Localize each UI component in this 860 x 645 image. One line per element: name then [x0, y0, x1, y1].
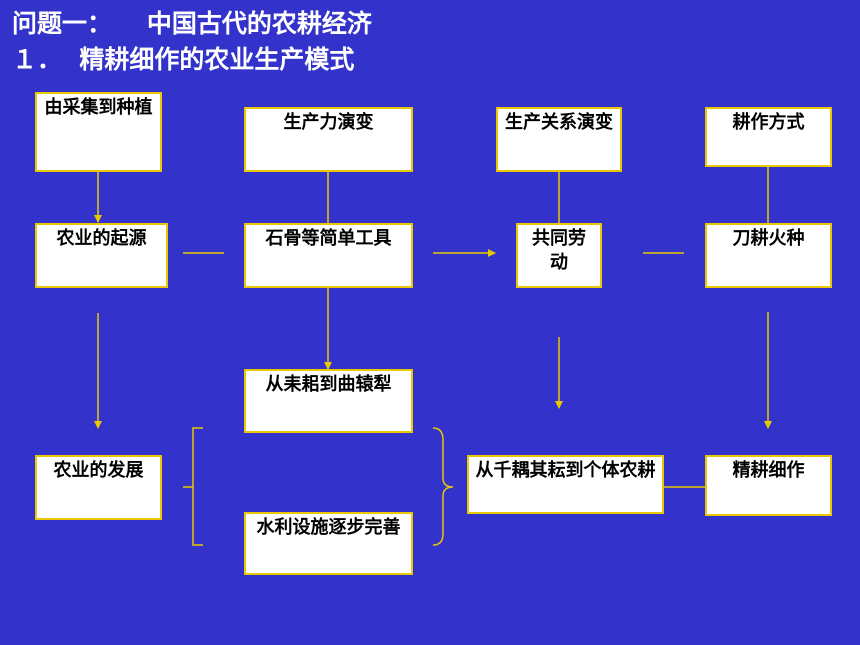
box-caiji-to-zhongzhi: 由采集到种植: [35, 92, 162, 172]
box-leisi-to-quyuanli: 从耒耜到曲辕犁: [244, 369, 413, 433]
box-farming-method: 耕作方式: [705, 107, 832, 167]
left-bracket: [192, 427, 203, 546]
box-stone-bone-tools: 石骨等简单工具: [244, 223, 413, 288]
box-irrigation-improvement: 水利设施逐步完善: [244, 512, 413, 575]
box-collective-labor: 共同劳动: [516, 223, 602, 288]
box-ouyun-to-individual-farming: 从千耦其耘到个体农耕: [467, 455, 664, 514]
box-origin-of-agriculture: 农业的起源: [35, 223, 168, 288]
box-intensive-farming: 精耕细作: [705, 455, 832, 516]
box-production-relations-evolution: 生产关系演变: [496, 107, 622, 172]
box-slash-and-burn: 刀耕火种: [705, 223, 832, 288]
box-productivity-evolution: 生产力演变: [244, 107, 413, 172]
right-brace: [432, 427, 454, 546]
box-development-of-agriculture: 农业的发展: [35, 455, 162, 520]
heading-question-one: 问题一： 中国古代的农耕经济: [12, 9, 372, 38]
heading-subtitle: １． 精耕细作的农业生产模式: [12, 45, 355, 74]
